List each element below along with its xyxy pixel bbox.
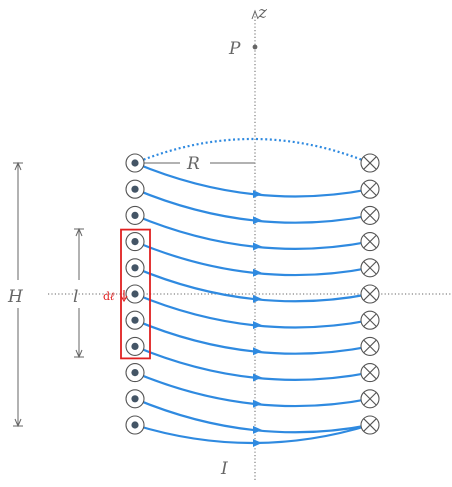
winding-front-arc <box>134 161 371 198</box>
height-dimension-top-arrow <box>14 161 22 171</box>
length-dimension-top-arrow <box>75 227 83 237</box>
winding-front-arc <box>134 214 371 250</box>
top-loop-back-dotted <box>134 137 371 165</box>
dot-icon <box>131 290 139 298</box>
winding-front-arc <box>134 319 371 355</box>
cross-icon <box>363 313 377 327</box>
point-p-dot <box>252 44 258 50</box>
dot-icon <box>131 159 139 167</box>
dot-icon <box>131 342 139 350</box>
point-p-label: P <box>228 39 241 59</box>
height-label: H <box>7 287 24 307</box>
dot-icon <box>131 185 139 193</box>
winding-front-arc <box>134 240 371 277</box>
current-direction-arrow <box>253 190 262 199</box>
current-direction-arrow <box>253 242 262 251</box>
cross-icon <box>363 418 377 432</box>
winding-front-arc <box>134 345 371 381</box>
current-direction-arrow <box>253 216 262 225</box>
cross-icon <box>363 182 377 196</box>
line-element-arrowhead <box>120 295 128 303</box>
cross-icon <box>363 156 377 170</box>
winding-front-arc <box>134 266 371 303</box>
winding-front-arc <box>134 397 371 434</box>
highlight-rectangle <box>120 228 151 360</box>
line-element-symbol: ℓ <box>110 290 115 303</box>
cross-icon <box>363 208 377 222</box>
length-label: l <box>73 287 78 307</box>
current-direction-arrow <box>253 347 262 356</box>
z-axis-arrowhead <box>251 9 259 20</box>
cross-icon <box>363 392 377 406</box>
current-direction-arrow <box>253 373 262 382</box>
winding-front-arc <box>134 423 371 445</box>
length-dimension-bottom-arrow <box>75 349 83 359</box>
current-direction-arrow <box>253 321 262 330</box>
cross-icon <box>363 339 377 353</box>
current-direction-arrow <box>253 399 262 408</box>
current-direction-arrow <box>253 268 262 277</box>
current-direction-arrow <box>253 425 262 434</box>
z-axis-label: z <box>257 3 268 23</box>
current-direction-arrow <box>253 439 262 447</box>
cross-icon <box>363 366 377 380</box>
dot-icon <box>131 421 139 429</box>
cross-icon <box>363 235 377 249</box>
dot-icon <box>131 369 139 377</box>
radius-label: R <box>186 154 200 174</box>
dot-icon <box>131 395 139 403</box>
cross-icon <box>363 287 377 301</box>
winding-front-arc <box>134 292 371 329</box>
winding-front-arc <box>134 371 371 408</box>
dimension-lines <box>13 161 84 428</box>
dot-icon <box>131 264 139 272</box>
dot-icon <box>131 316 139 324</box>
coil <box>120 137 380 447</box>
line-element-label: dℓ <box>103 290 115 303</box>
height-dimension-bottom-arrow <box>14 418 22 428</box>
line-element-prefix: d <box>103 290 110 303</box>
current-direction-arrow <box>253 294 262 303</box>
axes <box>48 9 451 480</box>
winding-front-arc <box>134 188 371 224</box>
dot-icon <box>131 211 139 219</box>
current-label: I <box>220 459 228 479</box>
cross-icon <box>363 261 377 275</box>
dot-icon <box>131 238 139 246</box>
